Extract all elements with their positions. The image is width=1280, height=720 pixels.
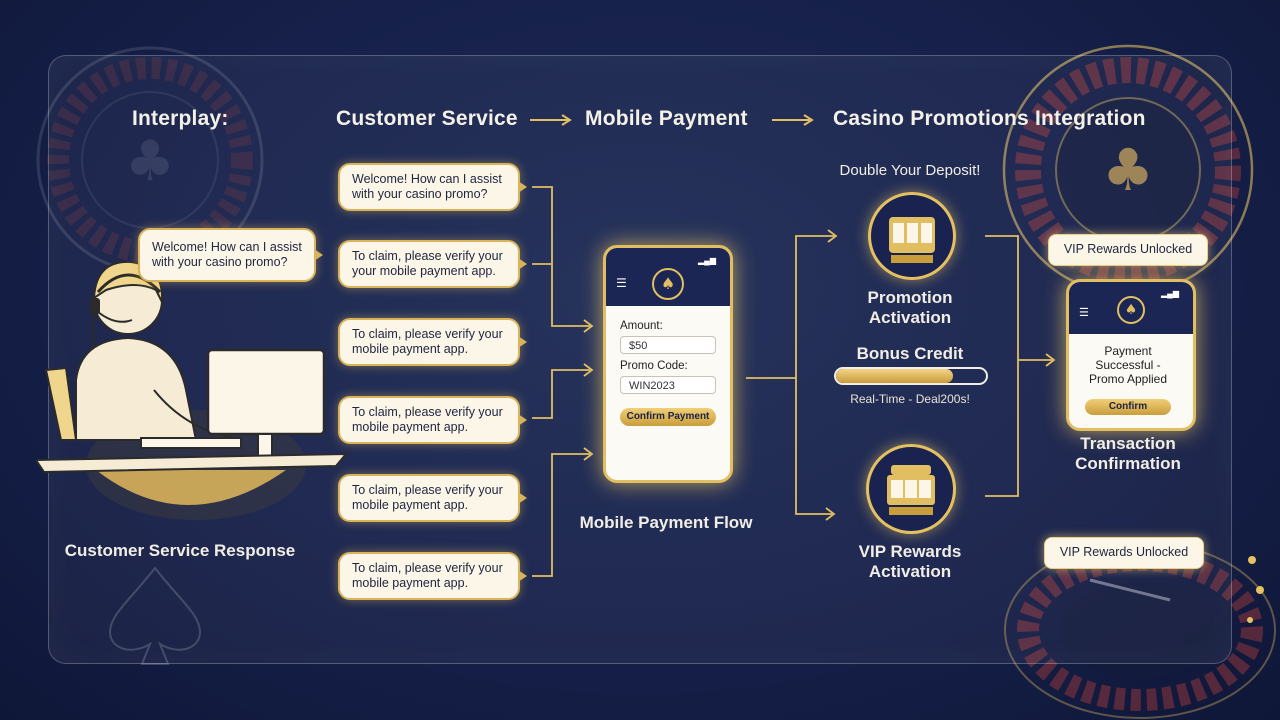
chat-bubble: To claim, please verify your your mobile… — [338, 240, 527, 288]
bubble-line: Welcome! How can I assist — [152, 240, 302, 254]
chat-bubble: To claim, please verify your mobile paym… — [338, 318, 527, 366]
amount-label: Amount: — [620, 320, 663, 332]
phone-header: ☰ ♠ ▂▄▆ — [606, 248, 730, 306]
step-customer-service: Customer Service — [336, 107, 518, 130]
confirmation-phone: ☰ ♠ ▂▄▆ Payment Successful - Promo Appli… — [1066, 279, 1196, 431]
bonus-credit-progress-bar — [834, 367, 988, 385]
bubble-line: mobile payment app. — [352, 420, 469, 434]
bonus-credit-progress-fill — [836, 369, 953, 383]
spade-logo-icon: ♠ — [1117, 296, 1145, 324]
bubble-line: mobile payment app. — [352, 342, 469, 356]
confirm-payment-button[interactable]: Confirm Payment — [620, 408, 716, 426]
mobile-payment-flow-label: Mobile Payment Flow — [579, 513, 753, 532]
bubble-line: Welcome! How can I assist — [352, 172, 502, 186]
agent-speech-bubble: Welcome! How can I assist with your casi… — [138, 228, 323, 282]
menu-icon[interactable]: ☰ — [1079, 307, 1089, 319]
vip-rewards-unlocked-badge: VIP Rewards Unlocked — [1044, 537, 1204, 569]
spade-watermark-icon — [108, 566, 202, 665]
payment-success-message: Payment Successful - Promo Applied — [1069, 344, 1187, 386]
chat-bubble: Welcome! How can I assist with your casi… — [338, 163, 527, 211]
promotion-activation-label: Promotion Activation — [830, 288, 990, 328]
status-icon: ▂▄▆ — [1161, 289, 1179, 298]
arrow-right-icon — [772, 114, 814, 126]
chat-bubble: To claim, please verify your mobile paym… — [338, 552, 527, 600]
vip-rewards-activation-label: VIP Rewards Activation — [830, 542, 990, 582]
message-line: Promo Applied — [1088, 372, 1168, 386]
chat-bubble: To claim, please verify your mobile paym… — [338, 474, 527, 522]
bubble-line: mobile payment app. — [352, 576, 469, 590]
step-mobile-payment: Mobile Payment — [585, 107, 748, 130]
bubble-line: with your casino promo? — [352, 187, 488, 201]
vip-slot-machine-icon — [866, 444, 956, 534]
bubble-line: with your casino promo? — [152, 255, 288, 269]
label-line: Promotion — [867, 288, 953, 307]
label-line: Confirmation — [1075, 454, 1181, 473]
bonus-credit-label: Bonus Credit — [856, 344, 964, 363]
mobile-payment-phone: ☰ ♠ ▂▄▆ Amount: $50 Promo Code: WIN2023 … — [603, 245, 733, 483]
menu-icon[interactable]: ☰ — [616, 276, 627, 290]
bubble-line: your mobile payment app. — [352, 264, 496, 278]
bubble-line: mobile payment app. — [352, 498, 469, 512]
confirm-button[interactable]: Confirm — [1085, 399, 1171, 415]
roulette-wheel-top-right: ♣ — [1002, 44, 1254, 296]
diagram-title: Interplay: — [132, 107, 229, 130]
phone-header: ☰ ♠ ▂▄▆ — [1069, 282, 1193, 334]
bubble-line: To claim, please verify your — [352, 327, 503, 341]
status-icon: ▂▄▆ — [698, 256, 716, 265]
realtime-deal-text: Real-Time - Deal200s! — [850, 392, 970, 406]
step-casino-promotions: Casino Promotions Integration — [833, 107, 1146, 130]
svg-text:♣: ♣ — [1102, 136, 1154, 204]
message-line: Successful - — [1095, 358, 1161, 372]
arrow-right-icon — [530, 114, 572, 126]
bubble-line: To claim, please verify your — [352, 405, 503, 419]
promo-code-input[interactable]: WIN2023 — [620, 376, 716, 394]
spade-logo-icon: ♠ — [652, 268, 684, 300]
label-line: Activation — [868, 308, 952, 327]
amount-input[interactable]: $50 — [620, 336, 716, 354]
bubble-line: To claim, please verify your — [352, 249, 503, 263]
bubble-line: To claim, please verify your — [352, 561, 503, 575]
message-line: Payment — [1104, 344, 1152, 358]
transaction-confirmation-label: Transaction Confirmation — [1048, 434, 1208, 474]
label-line: Transaction — [1080, 434, 1176, 453]
label-line: Activation — [868, 562, 952, 581]
customer-service-agent-illustration — [36, 260, 349, 520]
slot-machine-icon — [868, 192, 956, 280]
label-line: VIP Rewards — [858, 542, 962, 561]
promo-code-label: Promo Code: — [620, 360, 688, 372]
vip-rewards-unlocked-badge: VIP Rewards Unlocked — [1048, 234, 1208, 266]
double-deposit-headline: Double Your Deposit! — [839, 162, 981, 179]
chat-bubble: To claim, please verify your mobile paym… — [338, 396, 527, 444]
customer-service-label: Customer Service Response — [64, 541, 296, 560]
svg-text:♣: ♣ — [125, 129, 175, 194]
bubble-line: To claim, please verify your — [352, 483, 503, 497]
